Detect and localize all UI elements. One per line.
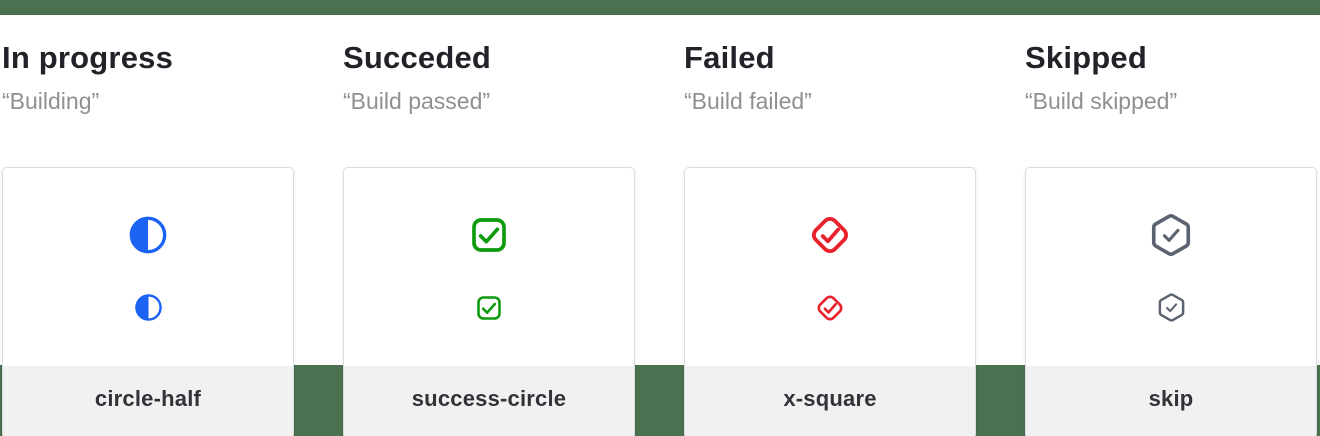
check-diamond-icon-small [814, 293, 846, 322]
card-body [685, 168, 975, 366]
icon-name-label: circle-half [94, 386, 202, 411]
check-square-icon-small [475, 293, 503, 322]
card-footer: circle-half [3, 366, 293, 436]
column-title: Succeded [343, 40, 492, 75]
icon-card-success-circle: success-circle [343, 167, 635, 436]
icon-card-skip: skip [1025, 167, 1317, 436]
card-footer: skip [1026, 366, 1316, 436]
icon-name-label: skip [1148, 386, 1194, 411]
status-columns: In progress “Building” circle- [2, 15, 1317, 436]
column-title: In progress [2, 40, 174, 75]
column-skipped: Skipped “Build skipped” skip [1025, 15, 1317, 436]
check-hexagon-icon-small [1156, 293, 1187, 322]
icon-card-x-square: x-square [684, 167, 976, 436]
column-title: Failed [684, 40, 775, 75]
card-body [344, 168, 634, 366]
circle-half-icon [128, 215, 168, 255]
column-succeded: Succeded “Build passed” succes [343, 15, 635, 436]
top-green-strip [0, 0, 1320, 15]
column-quote: “Build passed” [343, 88, 491, 114]
column-quote: “Building” [2, 88, 100, 114]
check-square-icon [469, 215, 509, 255]
icon-card-circle-half: circle-half [2, 167, 294, 436]
column-quote: “Build skipped” [1025, 88, 1178, 114]
column-in-progress: In progress “Building” circle- [2, 15, 294, 436]
card-footer: success-circle [344, 366, 634, 436]
card-body [3, 168, 293, 366]
column-title: Skipped [1025, 40, 1147, 75]
check-diamond-icon [807, 215, 853, 255]
column-failed: Failed “Build failed” x-square [684, 15, 976, 436]
card-footer: x-square [685, 366, 975, 436]
column-quote: “Build failed” [684, 88, 812, 114]
check-hexagon-icon [1148, 214, 1194, 256]
card-body [1026, 168, 1316, 366]
icon-name-label: x-square [783, 386, 877, 411]
icon-name-label: success-circle [411, 386, 567, 411]
circle-half-icon-small [134, 293, 163, 322]
